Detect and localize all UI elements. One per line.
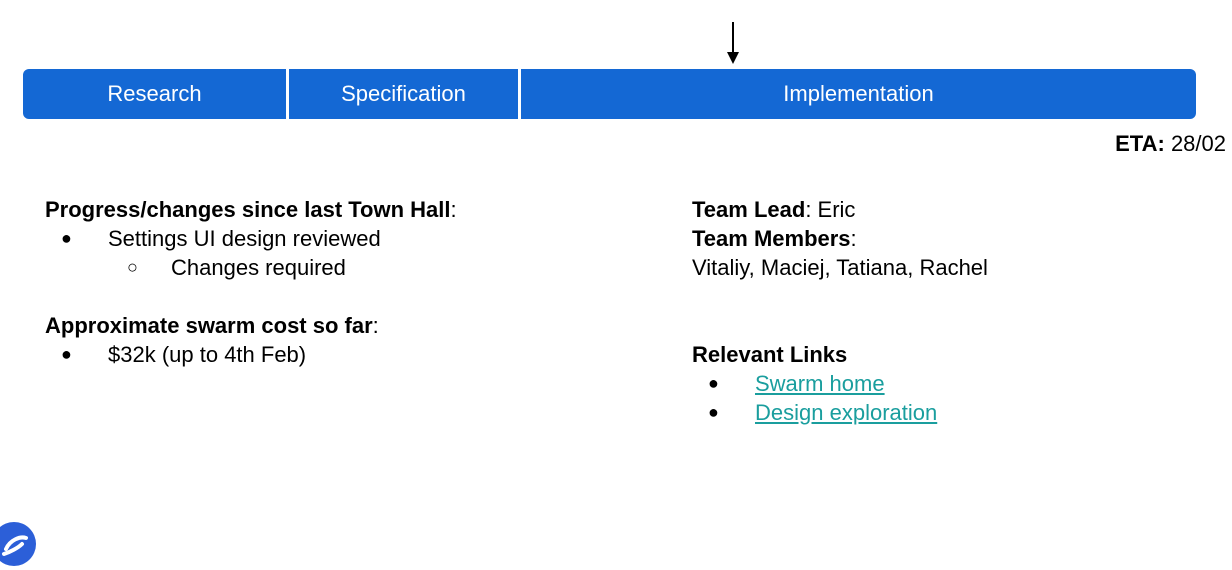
links-list: ● Swarm home ● Design exploration <box>692 369 1212 427</box>
cost-colon: : <box>372 313 379 338</box>
list-item: ● Settings UI design reviewed <box>45 224 645 253</box>
phase-specification: Specification <box>289 69 518 119</box>
brand-logo-icon <box>0 522 36 566</box>
phase-bar: Research Specification Implementation <box>23 69 1196 119</box>
left-column: Progress/changes since last Town Hall: ●… <box>45 195 645 369</box>
design-exploration-link[interactable]: Design exploration <box>755 400 938 425</box>
links-heading: Relevant Links <box>692 342 848 367</box>
team-members: Team Members: <box>692 224 1212 253</box>
eta: ETA: 28/02 <box>1115 131 1226 157</box>
team-lead: Team Lead: Eric <box>692 195 1212 224</box>
cost-item-text: $32k (up to 4th Feb) <box>108 342 307 367</box>
team-members-value: Vitaliy, Maciej, Tatiana, Rachel <box>692 255 988 280</box>
phase-research: Research <box>23 69 286 119</box>
phase-implementation: Implementation <box>521 69 1196 119</box>
list-item: ● $32k (up to 4th Feb) <box>45 340 645 369</box>
progress-sublist: ○ Changes required <box>45 253 645 282</box>
team-lead-value: : Eric <box>805 197 856 222</box>
bullet-icon: ● <box>708 373 719 393</box>
list-item: ○ Changes required <box>45 253 645 282</box>
progress-heading: Progress/changes since last Town Hall <box>45 197 451 222</box>
cost-heading-line: Approximate swarm cost so far: <box>45 311 645 340</box>
eta-value: 28/02 <box>1164 131 1226 156</box>
progress-subitem-text: Changes required <box>171 255 346 280</box>
right-column: Team Lead: Eric Team Members: Vitaliy, M… <box>692 195 1212 427</box>
bullet-icon: ● <box>708 402 719 422</box>
progress-list: ● Settings UI design reviewed <box>45 224 645 253</box>
list-item: ● Design exploration <box>692 398 1212 427</box>
progress-item-text: Settings UI design reviewed <box>108 226 381 251</box>
bullet-icon: ● <box>61 228 72 248</box>
eta-label: ETA: <box>1115 131 1165 156</box>
cost-heading: Approximate swarm cost so far <box>45 313 373 338</box>
team-lead-label: Team Lead <box>692 197 806 222</box>
bullet-icon: ● <box>61 344 72 364</box>
swarm-home-link[interactable]: Swarm home <box>755 371 885 396</box>
progress-colon: : <box>450 197 457 222</box>
progress-heading-line: Progress/changes since last Town Hall: <box>45 195 645 224</box>
arrow-down-icon <box>727 22 739 64</box>
list-item: ● Swarm home <box>692 369 1212 398</box>
team-members-label: Team Members <box>692 226 851 251</box>
cost-list: ● $32k (up to 4th Feb) <box>45 340 645 369</box>
team-members-colon: : <box>850 226 857 251</box>
hollow-bullet-icon: ○ <box>127 257 138 277</box>
